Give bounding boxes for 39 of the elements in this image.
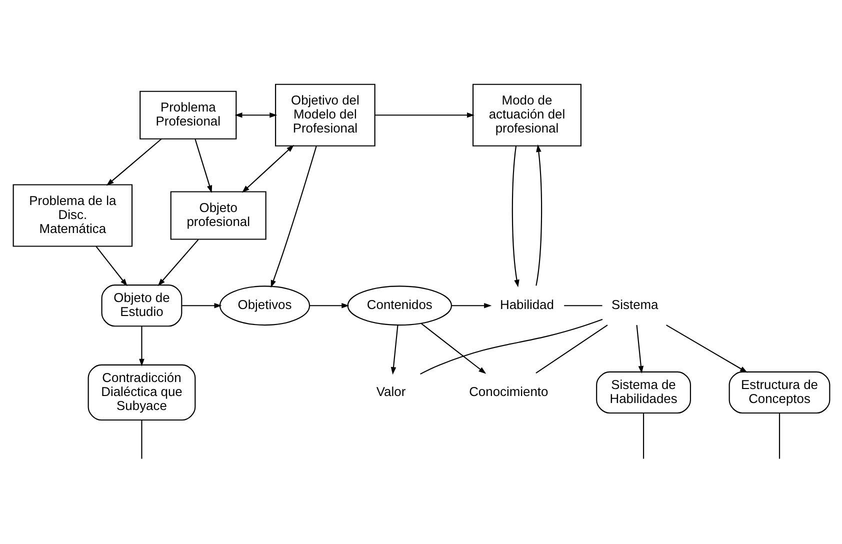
connector: [642, 413, 644, 459]
arrow: [309, 302, 349, 308]
connector: [140, 420, 142, 459]
node-text: Sistema: [611, 296, 658, 312]
arrow: [374, 112, 474, 118]
node-box: Problema Profesional: [139, 90, 236, 140]
arrow: [636, 325, 644, 374]
node-box: Objeto de Estudio: [100, 284, 182, 327]
arrow: [182, 302, 222, 308]
node-text: Valor: [376, 384, 406, 399]
node-text: Conocimiento: [468, 384, 548, 399]
arrow: [390, 325, 398, 375]
connector: [420, 318, 602, 375]
connector: [564, 305, 602, 306]
arrow: [535, 144, 542, 286]
node-text: Habilidad: [500, 296, 554, 312]
connector: [778, 413, 780, 459]
node-box: Objeto profesional: [170, 191, 266, 240]
connector: [535, 324, 608, 374]
arrow: [511, 146, 519, 288]
node-box: Modo de actuación del profesional: [472, 84, 581, 146]
arrow: [194, 138, 212, 193]
node-box: Estructura de Conceptos: [728, 371, 830, 414]
node-ellipse: Contenidos: [346, 286, 452, 326]
arrow: [241, 144, 294, 193]
node-box: Problema de la Disc. Matemática: [12, 184, 132, 247]
node-box: Contradicción Dialéctica que Subyace: [87, 364, 196, 421]
node-ellipse: Objetivos: [218, 286, 310, 326]
arrow: [157, 239, 198, 286]
arrow: [95, 246, 127, 286]
node-box: Objetivo del Modelo del Profesional: [274, 84, 375, 146]
arrow: [234, 112, 277, 118]
arrow: [420, 323, 486, 374]
arrow: [451, 302, 492, 308]
arrow: [138, 326, 144, 366]
arrow: [666, 324, 748, 373]
arrow: [270, 146, 316, 288]
arrow: [106, 138, 162, 186]
node-box: Sistema de Habilidades: [596, 371, 691, 414]
